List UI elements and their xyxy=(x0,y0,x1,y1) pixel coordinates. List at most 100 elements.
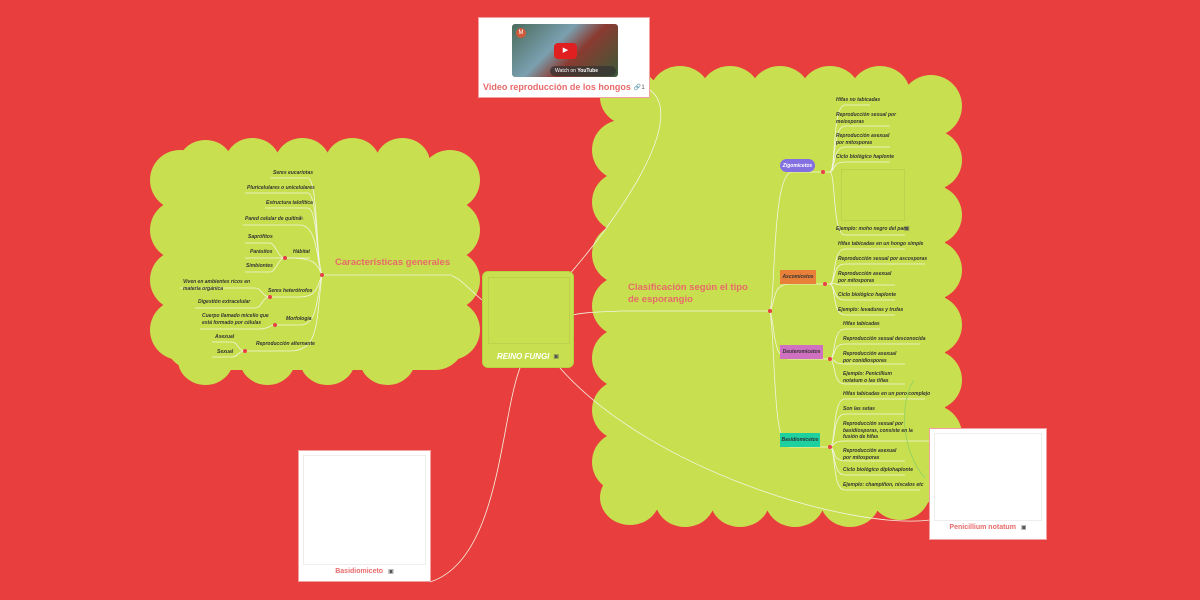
clasificacion-title[interactable]: Clasificación según el tipo de esporangi… xyxy=(628,282,748,305)
zigo-item[interactable]: Ciclo biológico haplonte xyxy=(836,154,895,160)
root-label: REINO FUNGI xyxy=(496,352,550,361)
asco-item[interactable]: Ciclo biológico haplonte xyxy=(838,292,897,298)
note-icon[interactable]: ✎ xyxy=(299,216,305,222)
cloud-bump xyxy=(902,240,962,300)
asco-item[interactable]: Ejemplo: levaduras y trufas xyxy=(838,307,904,313)
cloud-bump xyxy=(275,138,330,188)
video-title: Video reproducción de los hongos xyxy=(483,82,631,92)
ascomicetos-node[interactable]: Ascomicetos xyxy=(780,270,816,284)
reproduccion-item[interactable]: Sexual xyxy=(217,349,234,355)
cloud-bump xyxy=(592,172,652,232)
cloud-bump xyxy=(592,328,652,388)
video-caption: Video reproducción de los hongos 🔗1 xyxy=(479,82,649,92)
heterotrofos-label[interactable]: Seres heterótrofos xyxy=(268,288,313,294)
basidiomiceto-image-node[interactable]: Basidiomiceto ▣ xyxy=(298,450,431,582)
root-image xyxy=(488,277,570,344)
root-caption: REINO FUNGI ▣ xyxy=(483,352,573,361)
morfologia-item[interactable]: Cuerpo llamado micelio que está formado … xyxy=(202,313,269,326)
cloud-bump xyxy=(600,470,660,525)
basidiomiceto-caption: Basidiomiceto ▣ xyxy=(299,568,430,575)
basidiomiceto-image xyxy=(303,455,426,565)
asco-item[interactable]: Hifas tabicadas en un hongo simple xyxy=(838,241,924,247)
link-icon[interactable]: 🔗1 xyxy=(633,84,645,91)
penicillium-image-node[interactable]: Penicillium notatum ▣ xyxy=(929,428,1047,540)
node-dot xyxy=(320,273,324,277)
play-button[interactable]: ▶ xyxy=(554,43,577,59)
cloud-bump xyxy=(902,350,962,410)
image-icon[interactable]: ▣ xyxy=(553,354,560,360)
cloud-bump xyxy=(420,300,480,360)
node-dot xyxy=(283,256,287,260)
zigo-item[interactable]: Reproducción sexual por meiosporas xyxy=(836,112,897,125)
cloud-bump xyxy=(592,120,652,180)
node-dot xyxy=(828,445,832,449)
node-dot xyxy=(821,170,825,174)
basidio-item[interactable]: Ejemplo: champiñon, níscalos etc xyxy=(843,482,924,488)
heterotrofos-item[interactable]: Viven en ambientes ricos en materia orgá… xyxy=(183,279,251,292)
cloud-bump xyxy=(592,380,652,440)
image-icon[interactable]: ▣ xyxy=(904,226,910,232)
reproduccion-label[interactable]: Reproducción alternante xyxy=(256,341,315,347)
basidio-item[interactable]: Reproducción sexual por basidiosporas, c… xyxy=(843,421,913,440)
cloud-bump xyxy=(178,335,233,385)
penicillium-image xyxy=(934,433,1042,521)
basidiomiceto-label: Basidiomiceto xyxy=(335,568,384,575)
cloud-bump xyxy=(225,138,280,188)
cloud-bump xyxy=(765,472,825,527)
image-icon[interactable]: ▣ xyxy=(1020,525,1027,531)
channel-avatar: M xyxy=(516,28,526,38)
node-dot xyxy=(828,357,832,361)
penicillium-label: Penicillium notatum xyxy=(949,524,1016,531)
root-node[interactable]: REINO FUNGI ▣ xyxy=(482,271,574,368)
habitat-item[interactable]: Parásitos xyxy=(250,249,273,255)
deutero-item[interactable]: Ejemplo: Penicillium notatum o las tiñas xyxy=(843,371,892,384)
basidio-item[interactable]: Son las setas xyxy=(843,406,875,412)
node-dot xyxy=(273,323,277,327)
cloud-bump xyxy=(902,185,962,245)
cloud-bump xyxy=(592,224,652,284)
deutero-item[interactable]: Reproducción sexual desconocida xyxy=(843,336,926,342)
general-item[interactable]: Estructura talofítica xyxy=(266,200,313,206)
zigo-image xyxy=(841,169,905,221)
cloud-bump xyxy=(360,335,415,385)
watch-on-label: Watch on xyxy=(555,68,576,74)
zigo-item[interactable]: Ejemplo: moho negro del pan xyxy=(836,226,907,232)
penicillium-caption: Penicillium notatum ▣ xyxy=(930,524,1046,531)
link-count: 1 xyxy=(641,84,645,91)
youtube-label: YouTube xyxy=(577,68,598,74)
cloud-bump xyxy=(900,75,962,137)
basidio-item[interactable]: Hifas tabicadas en un poro complejo xyxy=(843,391,931,397)
deutero-item[interactable]: Reproducción asexual por conidiosporas xyxy=(843,351,897,364)
node-dot xyxy=(768,309,772,313)
deutero-item[interactable]: Hifas tabicadas xyxy=(843,321,880,327)
general-item[interactable]: Seres eucariotas xyxy=(273,170,314,176)
basidiomicetos-node[interactable]: Basidiomicetos xyxy=(780,433,820,447)
zigo-item[interactable]: Hifas no tabicadas xyxy=(836,97,881,103)
zigo-item[interactable]: Reproducción asexual por mitosporas xyxy=(836,133,890,146)
deuteromicetos-node[interactable]: Deuteromicetos xyxy=(780,345,823,359)
basidio-item[interactable]: Ciclo biológico diplohaplonte xyxy=(843,467,913,473)
asco-item[interactable]: Reproducción asexual por mitosporas xyxy=(838,271,892,284)
habitat-item[interactable]: Saprófitos xyxy=(248,234,273,240)
habitat-item[interactable]: Simbiontes xyxy=(246,263,273,269)
node-dot xyxy=(823,282,827,286)
morfologia-label[interactable]: Morfología xyxy=(286,316,312,322)
habitat-label[interactable]: Hábitat xyxy=(293,249,310,255)
cloud-bump xyxy=(710,472,770,527)
asco-item[interactable]: Reproducción sexual por ascosporas xyxy=(838,256,928,262)
general-title[interactable]: Características generales xyxy=(335,257,451,268)
reproduccion-item[interactable]: Asexual xyxy=(215,334,235,340)
watch-on-youtube[interactable]: Watch on YouTube xyxy=(550,66,616,76)
video-thumbnail[interactable]: M ▶ Watch on YouTube xyxy=(512,24,618,77)
cloud-bump xyxy=(902,295,962,355)
image-icon[interactable]: ▣ xyxy=(388,569,394,575)
general-item[interactable]: Pared celular de quitina xyxy=(245,216,302,222)
zigomicetos-node[interactable]: Zigomicetos xyxy=(780,159,815,172)
heterotrofos-item[interactable]: Digestión extracelular xyxy=(198,299,251,305)
cloud-bump xyxy=(902,130,962,190)
cloud-bump xyxy=(655,472,715,527)
basidio-item[interactable]: Reproducción asexual por mitosporas xyxy=(843,448,897,461)
video-node[interactable]: M ▶ Watch on YouTube Video reproducción … xyxy=(478,17,650,98)
general-item[interactable]: Pluricelulares o unicelulares xyxy=(247,185,315,191)
cloud-bump xyxy=(325,138,380,188)
